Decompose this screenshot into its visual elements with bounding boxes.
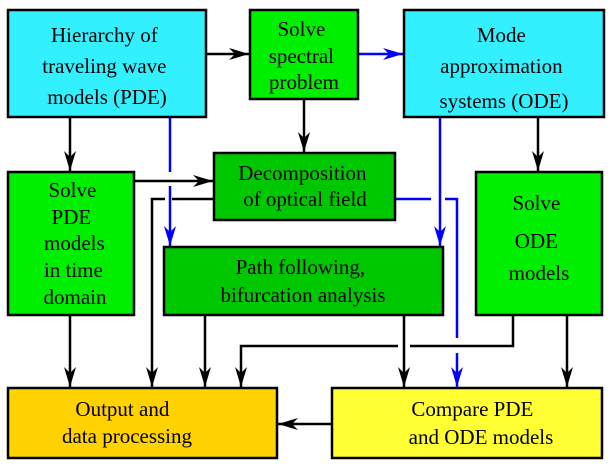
box-path-rect <box>162 245 445 317</box>
box-hierarchy-line-3: models (PDE) <box>47 85 167 109</box>
box-mode-line-3: systems (ODE) <box>440 89 569 113</box>
box-solve-ode-line-1: Solve <box>512 191 560 215</box>
box-solve-ode-line-3: models <box>509 261 570 285</box>
box-mode-text: Mode approximation systems (ODE) <box>440 23 569 113</box>
arrow-decomposition-to-output-b <box>146 197 165 387</box>
box-decomposition-rect <box>212 151 397 222</box>
box-decomposition-text: Decomposition of optical field <box>238 161 372 211</box>
box-solve-pde-line-4: in time <box>44 258 103 282</box>
box-solve-ode-line-2: ODE <box>515 229 558 253</box>
box-mode: Mode approximation systems (ODE) <box>402 8 606 119</box>
box-solve-pde-line-2: PDE <box>52 205 92 229</box>
box-decomposition-line-1: Decomposition <box>238 161 367 185</box>
box-mode-rect <box>402 8 606 119</box>
box-solve-pde-rect <box>6 170 136 317</box>
box-hierarchy-line-2: traveling wave <box>42 54 166 78</box>
box-hierarchy: Hierarchy of traveling wave models (PDE) <box>6 8 208 119</box>
box-output-line-1: Output and <box>75 397 169 421</box>
box-spectral: Solve spectral problem <box>248 8 360 101</box>
box-spectral-text: Solve spectral problem <box>269 17 340 94</box>
box-compare-line-2: and ODE models <box>409 425 554 449</box>
box-compare-text: Compare PDE and ODE models <box>409 397 554 449</box>
box-solve-pde-line-3: models <box>44 231 105 255</box>
box-decomposition: Decomposition of optical field <box>212 151 397 222</box>
box-mode-line-2: approximation <box>440 54 563 78</box>
box-solve-ode: Solve ODE models <box>474 170 604 317</box>
box-path-text: Path following, bifurcation analysis <box>220 255 385 307</box>
box-output-line-2: data processing <box>62 424 193 448</box>
arrow-solve-ode-to-output-b <box>235 344 398 387</box>
box-solve-ode-text: Solve ODE models <box>509 191 570 285</box>
connectors-black <box>64 48 573 430</box>
box-hierarchy-rect <box>6 8 208 119</box>
arrow-decomposition-to-compare-b <box>445 197 459 338</box>
box-path-line-1: Path following, <box>236 255 366 279</box>
box-compare-rect <box>330 386 604 460</box>
box-solve-pde-text: Solve PDE models in time domain <box>44 178 110 309</box>
connectors-blue <box>164 48 463 387</box>
box-solve-pde-line-1: Solve <box>48 178 96 202</box>
arrow-solve-ode-to-output-a <box>410 315 515 348</box>
box-spectral-line-3: problem <box>269 70 339 94</box>
box-path-line-2: bifurcation analysis <box>220 283 385 307</box>
box-solve-pde-line-5: domain <box>44 285 107 309</box>
box-hierarchy-line-1: Hierarchy of <box>51 23 158 47</box>
box-output-text: Output and data processing <box>62 397 193 448</box>
box-hierarchy-text: Hierarchy of traveling wave models (PDE) <box>42 23 171 109</box>
box-spectral-rect <box>248 8 360 101</box>
box-output: Output and data processing <box>6 386 279 460</box>
box-solve-pde: Solve PDE models in time domain <box>6 170 136 317</box>
box-solve-ode-rect <box>474 170 604 317</box>
box-path: Path following, bifurcation analysis <box>162 245 445 317</box>
box-decomposition-line-2: of optical field <box>243 187 367 211</box>
box-compare: Compare PDE and ODE models <box>330 386 604 460</box>
box-spectral-line-2: spectral <box>269 44 334 68</box>
box-mode-line-1: Mode <box>477 23 526 47</box>
box-compare-line-1: Compare PDE <box>411 397 533 421</box>
box-spectral-line-1: Solve <box>277 17 325 41</box>
box-output-rect <box>6 386 279 460</box>
